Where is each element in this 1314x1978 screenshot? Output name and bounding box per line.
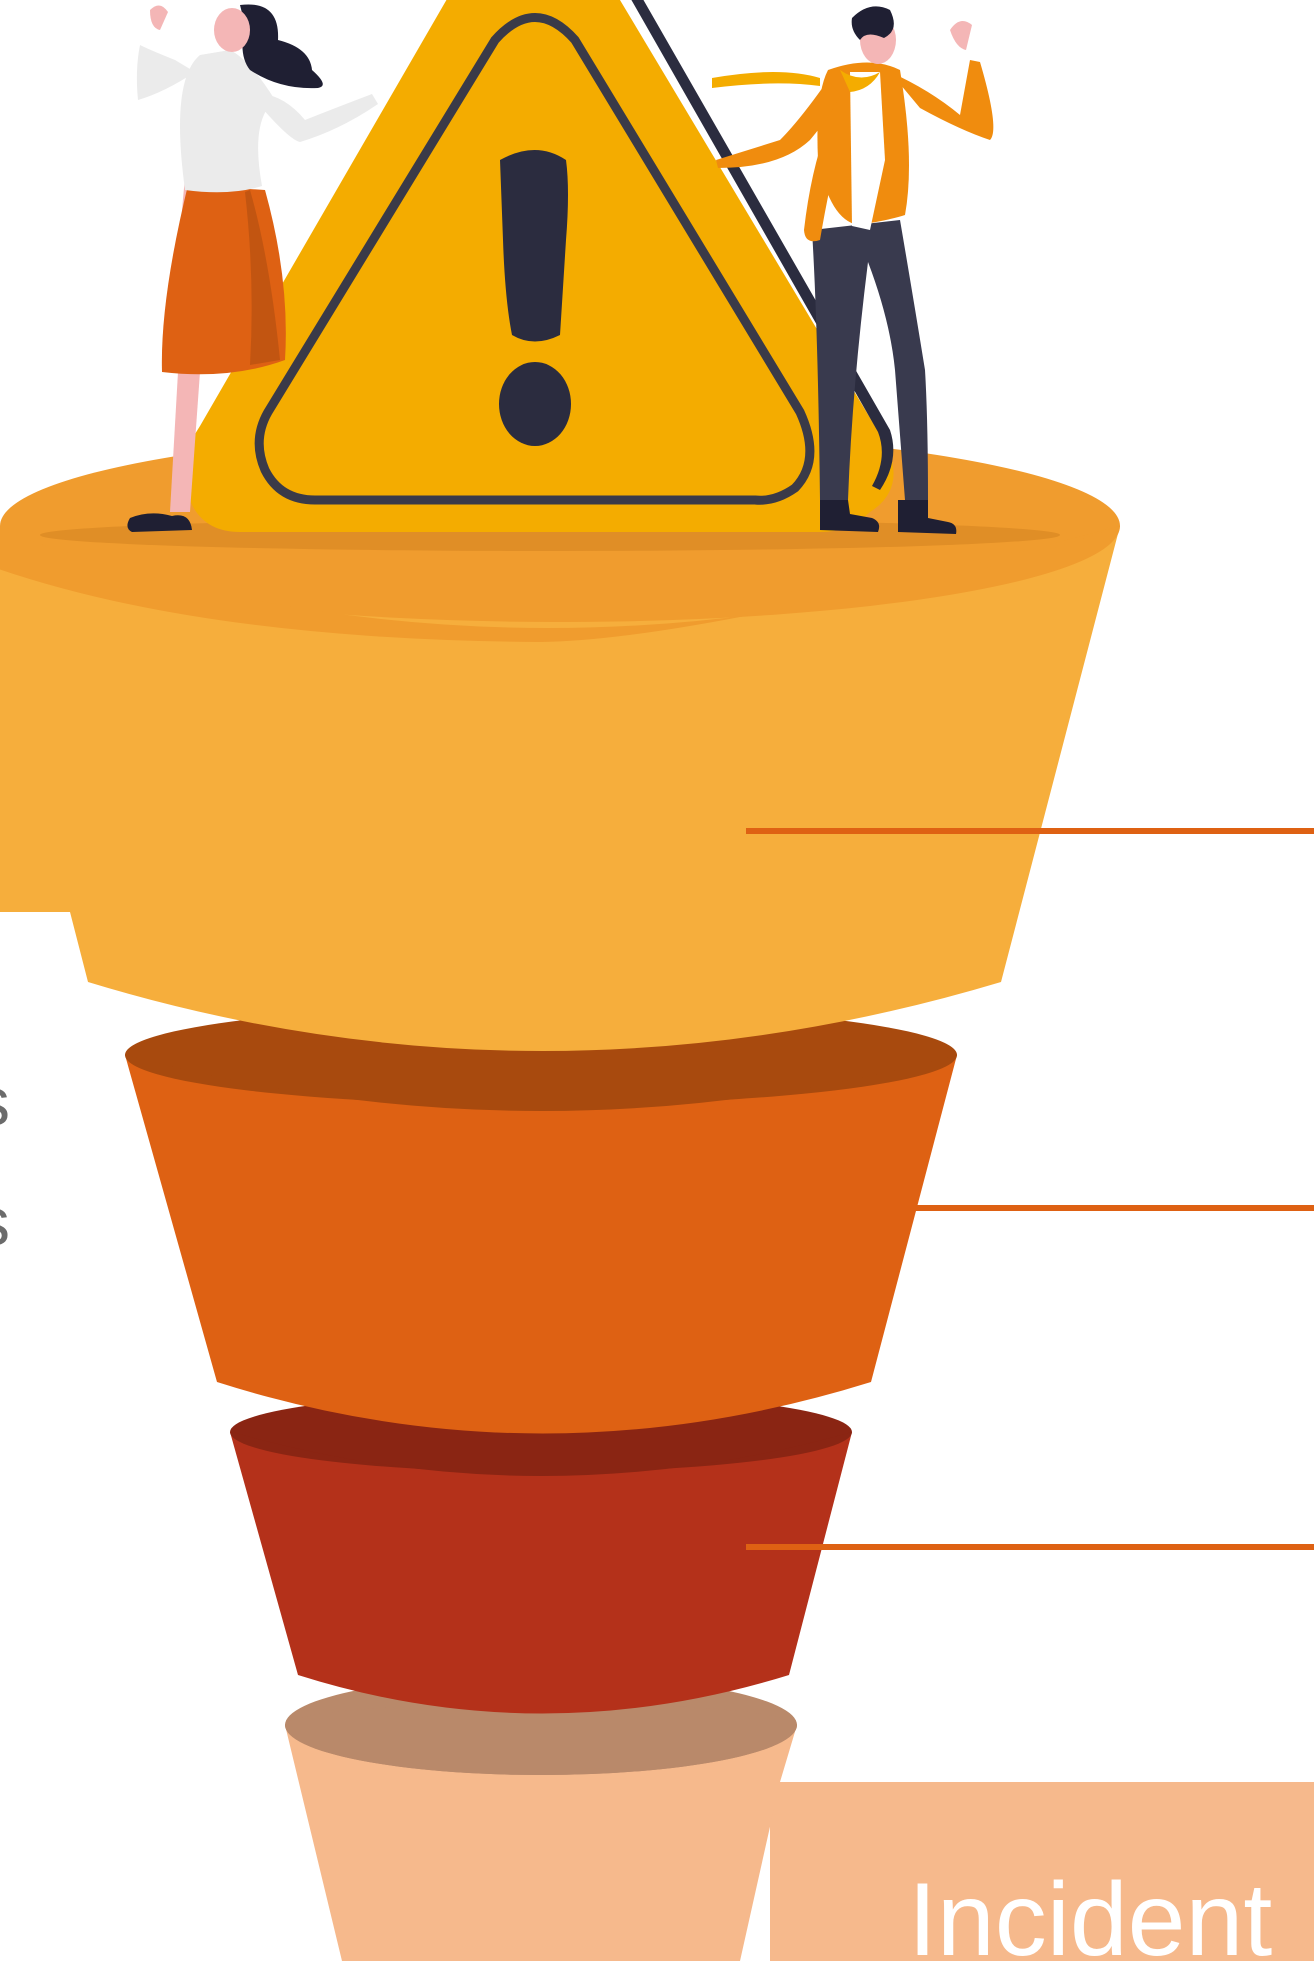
- funnel-level-3: [230, 1392, 852, 1714]
- exclamation-bar: [500, 150, 568, 342]
- edge-text-fragment-2: s: [0, 1188, 10, 1256]
- edge-text-fragment-1: s: [0, 1068, 10, 1136]
- funnel-level-2: [125, 1005, 957, 1434]
- level-2-body: [125, 1055, 957, 1434]
- exclamation-dot: [499, 362, 571, 446]
- funnel-bottom-label: Incident: [908, 1868, 1272, 1972]
